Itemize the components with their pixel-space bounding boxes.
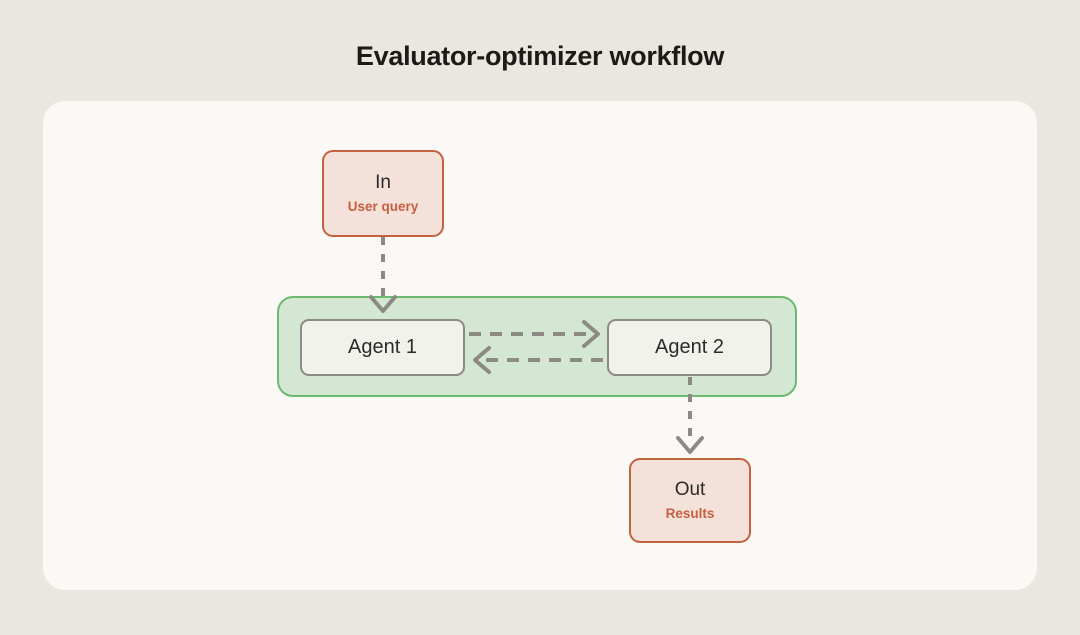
node-output[interactable]: Out Results — [629, 458, 751, 543]
node-output-subtitle: Results — [665, 506, 715, 521]
node-agent-2[interactable]: Agent 2 — [607, 319, 772, 376]
node-agent-1-label: Agent 1 — [348, 336, 417, 358]
node-agent-1[interactable]: Agent 1 — [300, 319, 465, 376]
node-output-title: Out — [674, 479, 706, 500]
node-input[interactable]: In User query — [322, 150, 444, 237]
node-input-title: In — [375, 172, 391, 193]
node-input-subtitle: User query — [347, 199, 419, 214]
page-title: Evaluator-optimizer workflow — [355, 41, 725, 71]
node-agent-2-label: Agent 2 — [655, 336, 724, 358]
